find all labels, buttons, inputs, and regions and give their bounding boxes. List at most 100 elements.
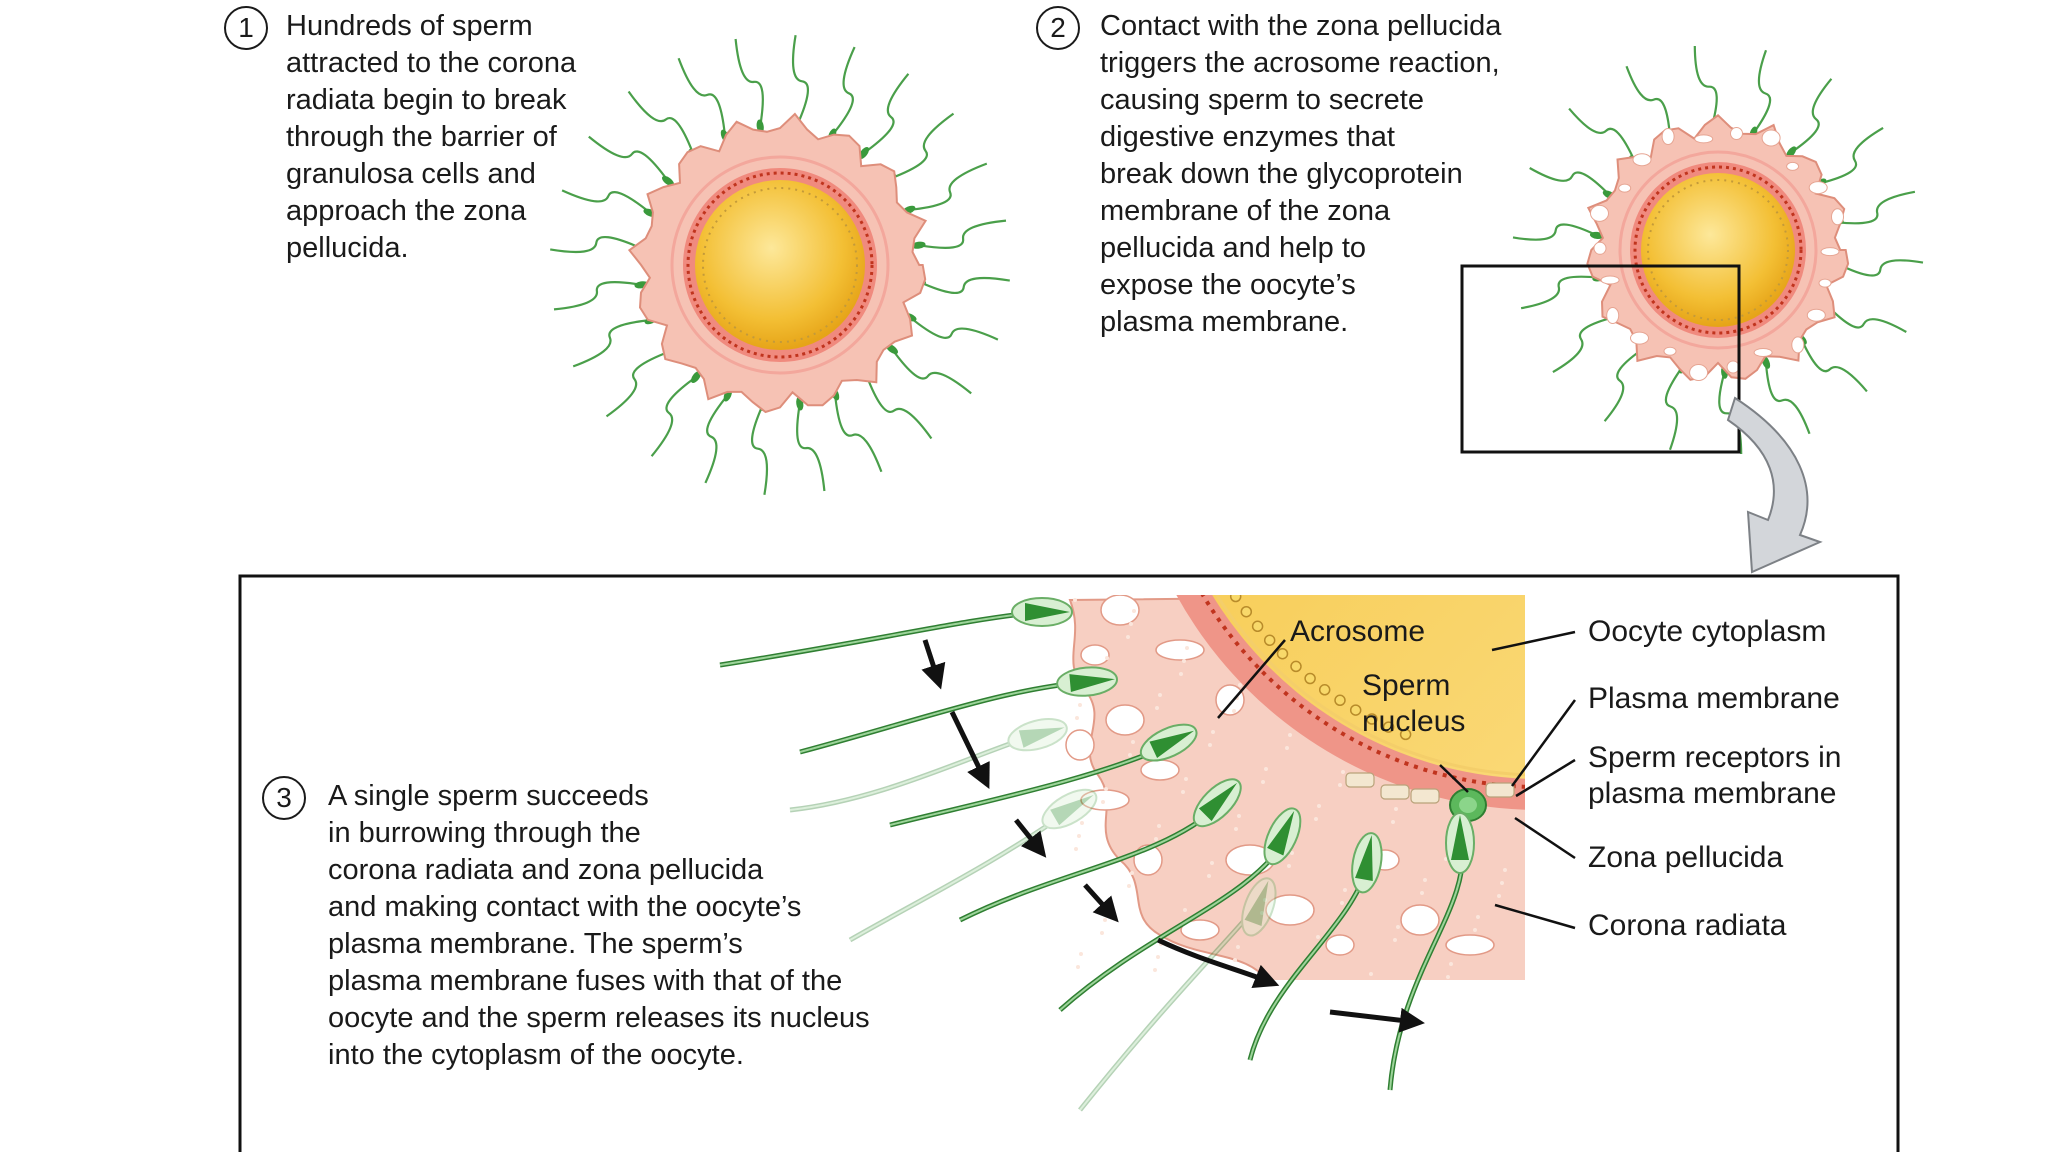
cortical-granule [1171,363,1181,373]
corona-texture-dot [1288,733,1292,737]
cortical-granule [1190,509,1200,519]
corona-gap [1818,278,1832,288]
motion-arrow-icon [1083,883,1119,923]
zoom-sperm-4 [889,723,1198,828]
corona-texture-dot [1500,881,1504,885]
egg2-sperm-tail [1512,223,1598,241]
sperm-tail-highlight [719,611,1041,666]
corona-texture-dot [1343,888,1347,892]
corona-gap [1791,336,1805,354]
egg1-sperm-tail [891,348,972,395]
corona-texture-dot [1394,807,1398,811]
sperm-receptor-patch [1345,772,1375,788]
sperm-head [1351,832,1383,894]
cortical-granule [1290,660,1302,673]
egg1-sperm-tail [796,403,826,492]
corona-texture-dot [1263,898,1267,902]
corona-texture-dot [1101,800,1105,804]
cortical-granule [1263,634,1276,647]
corona-texture-dot [1077,834,1081,838]
label-plasma-membrane: Plasma membrane [1588,682,1840,715]
label-zona-pellucida: Zona pellucida [1588,841,1784,874]
zoom-sperm-9 [1078,877,1277,1112]
leader-sperm-receptors [1515,758,1576,798]
egg1-sperm-tail [863,73,910,154]
step-2-text: Contact with the zona pellucida triggers… [1100,10,1502,338]
corona-gap [1606,307,1620,324]
corona-texture-dot [1446,975,1450,979]
oocyte-stage-2 [1512,45,1924,455]
egg1-sperm-tail [865,374,933,440]
corona-texture-dot [1476,915,1480,919]
sperm-receptor-patch [1485,782,1515,798]
corona-texture-dot [1105,656,1109,660]
label-sperm-nucleus: Sperm nucleus [1362,669,1466,738]
sperm-tail-highlight [849,809,1071,941]
corona-texture-dot [1181,790,1185,794]
leader-plasma-membrane [1510,699,1577,787]
acrosome-cap [1069,674,1115,693]
motion-arrows [921,639,1425,1033]
leader-lines [1217,630,1577,930]
corona-texture-dot [1185,646,1189,650]
acrosome-cap [1355,835,1373,882]
corona-texture-dot [1264,767,1268,771]
corona-gap [1726,360,1740,374]
corona-gap-zoom [1180,919,1220,941]
zoom-sperm-1 [719,597,1073,668]
cortical-granule [1171,418,1181,428]
corona-texture-dot [1103,918,1107,922]
motion-arrow-icon [921,639,946,690]
zoomed-oocyte-section [1065,363,1525,980]
corona-texture-dot [1391,820,1395,824]
corona-texture-dot [1369,972,1373,976]
corona-gap [1786,161,1800,171]
corona-texture-dot [1287,864,1291,868]
corona-texture-dot [1232,709,1236,713]
corona-texture-dot [1211,730,1215,734]
corona-texture-dot [1341,770,1345,774]
egg1-sperm-tail [650,376,697,457]
corona-gap-zoom [1215,684,1245,716]
egg1-sperm-tail [677,57,727,137]
corona-gap-zoom [1100,595,1140,626]
sperm-receptor-patch [1380,784,1410,800]
egg2-sperm-tail [1520,275,1600,310]
corona-texture-dot [1126,635,1130,639]
motion-arrow-icon [949,710,990,789]
motion-arrow-icon [1156,937,1280,989]
zoom-sperm-6 [848,788,1098,943]
egg1-sperm-head [911,241,926,249]
label-corona-radiata: Corona radiata [1588,909,1787,942]
corona-texture-dot [1078,703,1082,707]
corona-texture-dot [1100,931,1104,935]
corona-gap [1820,247,1840,257]
corona-texture-dot [1154,837,1158,841]
egg1-sperm-head [690,371,702,383]
corona-texture-dot [1236,945,1240,949]
egg1-sperm-tail [553,281,642,311]
corona-texture-dot [1207,874,1211,878]
corona-texture-dot [1238,683,1242,687]
cortical-granule [1276,647,1289,660]
corona-texture-dot [1182,659,1186,663]
corona-texture-dot [1237,814,1241,818]
oocyte-stage-1 [550,35,1010,495]
corona-texture-dot [1473,928,1477,932]
sperm-head [1011,597,1073,627]
corona-texture-dot [1420,891,1424,895]
leader-sperm-nucleus [1439,764,1469,793]
corona-texture-dot [1497,894,1501,898]
egg1-sperm-tail [889,112,955,180]
corona-texture-dot [1075,716,1079,720]
cortical-granule [1366,713,1378,725]
acrosome-cap [1050,795,1094,826]
cortical-granule [1180,473,1190,483]
corona-texture-dot [1074,847,1078,851]
corona-texture-dot [1156,955,1160,959]
corona-texture-dot [1128,753,1132,757]
corona-gap [1808,181,1828,195]
corona-gap-zoom [1140,759,1180,781]
egg1-sperm-tail [734,38,764,127]
sperm-tail [1078,903,1260,1112]
